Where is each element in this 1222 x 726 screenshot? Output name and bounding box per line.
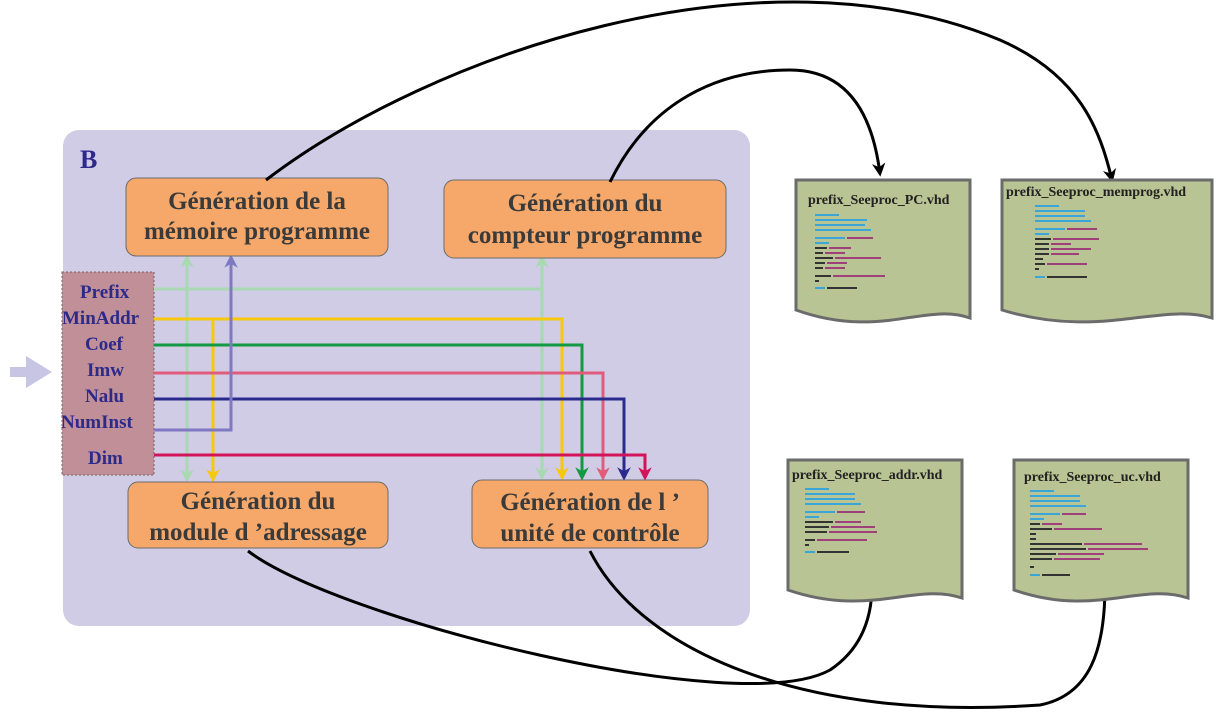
file-addr: prefix_Seeproc_addr.vhd (786, 458, 964, 603)
line-nalu (154, 397, 631, 481)
arrow-memprog-to-file (265, 0, 1117, 183)
box-uc-line2: unité de contrôle (500, 520, 679, 547)
param-prefix: Prefix (80, 282, 130, 303)
box-pc-line1: Génération du (508, 190, 663, 217)
file-uc-code (1030, 490, 1148, 576)
param-nalu: Nalu (85, 386, 125, 407)
param-coef: Coef (85, 334, 124, 355)
file-memprog-name: prefix_Seeproc_memprog.vhd (1006, 185, 1186, 200)
box-pc: Génération du compteur programme (443, 179, 727, 259)
file-uc: prefix_Seeproc_uc.vhd (1012, 458, 1190, 603)
block-label: B (80, 145, 97, 174)
param-minaddr: MinAddr (62, 308, 140, 329)
box-uc: Génération de l ’ unité de contrôle (471, 479, 709, 549)
line-imw (154, 371, 610, 481)
arrow-addr-to-file (247, 549, 879, 685)
file-addr-name: prefix_Seeproc_addr.vhd (792, 468, 942, 483)
file-pc-name: prefix_Seeproc_PC.vhd (808, 193, 950, 208)
parameter-lines (154, 254, 652, 483)
input-arrow (10, 356, 52, 388)
file-memprog-code (1035, 205, 1099, 278)
line-dim (154, 453, 652, 481)
box-memprog-line2: mémoire programme (144, 218, 370, 245)
box-uc-line1: Génération de l ’ (500, 489, 680, 516)
box-addr-line1: Génération du (181, 488, 336, 515)
box-memprog-line1: Génération de la (168, 188, 346, 215)
box-addr: Génération du module d ’adressage (127, 481, 389, 549)
param-numinst: NumInst (61, 412, 133, 433)
file-pc: prefix_Seeproc_PC.vhd (794, 178, 972, 324)
parameters-list: Prefix MinAddr Coef Imw Nalu NumInst Dim (61, 282, 140, 469)
param-dim: Dim (88, 448, 123, 469)
box-memprog: Génération de la mémoire programme (125, 177, 389, 257)
arrow-pc-to-file (608, 68, 886, 183)
generation-arrows (247, 0, 1117, 709)
file-memprog: prefix_Seeproc_memprog.vhd (1000, 178, 1214, 324)
file-addr-code (805, 488, 877, 553)
box-pc-line2: compteur programme (468, 222, 702, 249)
arrow-uc-to-file (588, 550, 1112, 709)
line-numinst (154, 254, 238, 432)
box-addr-line2: module d ’adressage (149, 519, 367, 546)
line-coef (154, 343, 589, 481)
file-pc-code (815, 214, 885, 289)
file-uc-name: prefix_Seeproc_uc.vhd (1024, 470, 1161, 485)
param-imw: Imw (87, 360, 124, 381)
line-minaddr (154, 317, 569, 481)
